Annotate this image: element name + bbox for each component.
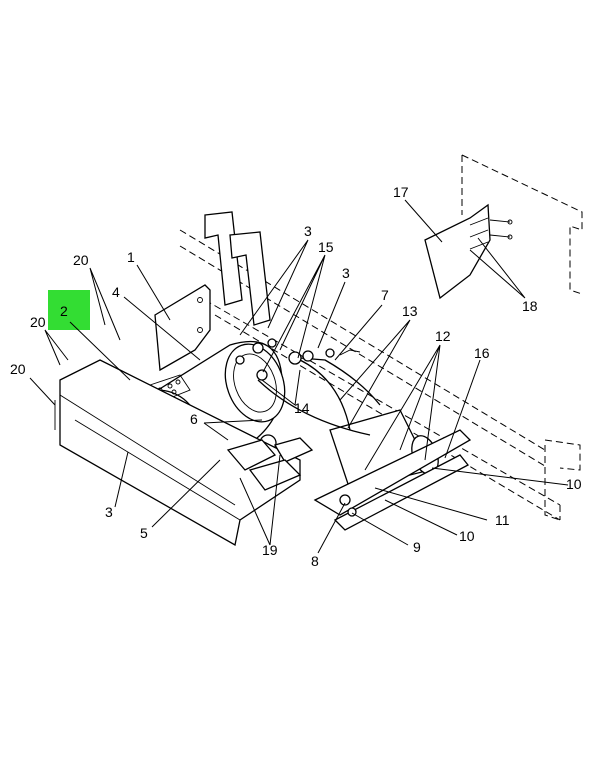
callout-8: 8 [311, 553, 319, 569]
callout-9: 9 [413, 539, 421, 555]
callout-20-left: 20 [10, 361, 26, 377]
callout-14: 14 [294, 400, 310, 416]
callout-10-lower: 10 [459, 528, 475, 544]
callout-17: 17 [393, 184, 409, 200]
callout-19: 19 [262, 542, 278, 558]
callout-3-left: 3 [105, 504, 113, 520]
callout-2-label: 2 [60, 303, 68, 319]
air-lines [257, 348, 381, 436]
tank-cradle [54, 359, 314, 547]
leader-lines [29, 199, 569, 554]
secondary-tank [313, 409, 472, 531]
mounting-bracket-assembly [424, 154, 583, 300]
frame-rails [179, 229, 581, 521]
callout-labels: 1 3 3 3 4 5 6 7 8 9 10 10 11 12 13 14 15… [10, 184, 582, 569]
callout-20-mid: 20 [30, 314, 46, 330]
callout-20-top: 20 [73, 252, 89, 268]
callout-4: 4 [112, 284, 120, 300]
callout-6: 6 [190, 411, 198, 427]
callout-12: 12 [435, 328, 451, 344]
callout-7: 7 [381, 287, 389, 303]
bracket-plate [154, 211, 271, 372]
frame-end [544, 445, 561, 521]
highlight-callout-2: 2 [48, 290, 90, 330]
callout-10-upper: 10 [566, 476, 582, 492]
callout-18: 18 [522, 298, 538, 314]
callout-15: 15 [318, 239, 334, 255]
callout-3-top: 3 [304, 223, 312, 239]
callout-13: 13 [402, 303, 418, 319]
callout-1: 1 [127, 249, 135, 265]
callout-16: 16 [474, 345, 490, 361]
callout-11: 11 [495, 512, 510, 528]
callout-3-right: 3 [342, 265, 350, 281]
callout-5: 5 [140, 525, 148, 541]
